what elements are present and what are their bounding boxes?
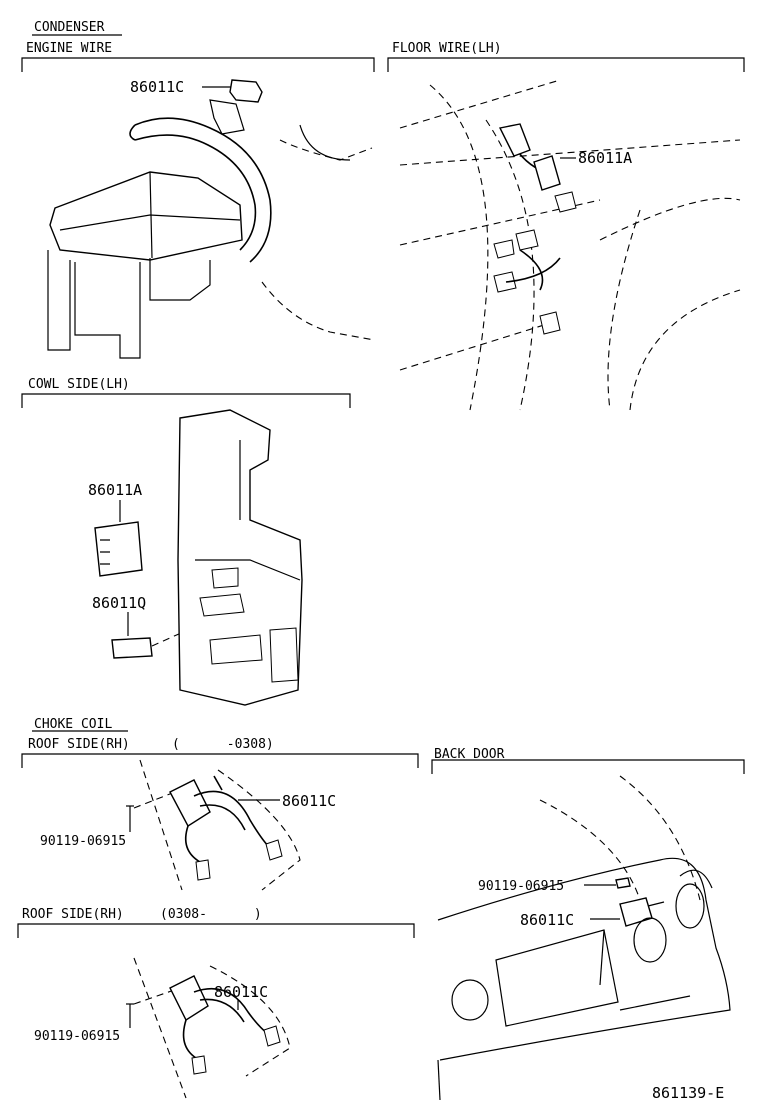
callout-86011C-engine[interactable]: 86011C: [130, 78, 184, 96]
callout-86011A-floor[interactable]: 86011A: [578, 149, 632, 167]
section-title-floor-wire: FLOOR WIRE(LH): [392, 41, 502, 56]
section-title-cowl-side: COWL SIDE(LH): [28, 377, 130, 392]
callout-86011A-cowl[interactable]: 86011A: [88, 481, 142, 499]
section-engine-wire: ENGINE WIRE 86011C: [21, 41, 375, 359]
section-title-roof-side-2: ROOF SIDE(RH): [22, 907, 124, 922]
section-title-back-door: BACK DOOR: [434, 747, 505, 762]
diagram-title: CONDENSER: [34, 20, 105, 35]
condenser-part-back-door: [619, 897, 653, 927]
callout-90119-06915-roof-1[interactable]: 90119-06915: [40, 834, 126, 849]
condenser-part-floor: [498, 123, 531, 157]
condenser-part-roof-1: [169, 779, 211, 827]
callout-90119-06915-back-door[interactable]: 90119-06915: [478, 879, 564, 894]
section-title-roof-side-1: ROOF SIDE(RH): [28, 737, 130, 752]
callout-86011C-back-door[interactable]: 86011C: [520, 911, 574, 929]
condenser-part-roof-2: [169, 975, 209, 1022]
section-cowl-side: COWL SIDE(LH) 86011A 86011Q: [21, 377, 351, 706]
condenser-part-engine: [229, 79, 263, 103]
section-roof-side-2: ROOF SIDE(RH) (0308- ) 86011C 90119-0691…: [17, 907, 415, 1099]
date-range-roof-side-1: ( -0308): [172, 737, 274, 752]
condenser-part-cowl-Q: [111, 637, 153, 659]
callout-90119-06915-roof-2[interactable]: 90119-06915: [34, 1029, 120, 1044]
date-range-roof-side-2: (0308- ): [160, 907, 262, 922]
choke-coil-title: CHOKE COIL: [34, 717, 112, 732]
section-floor-wire: FLOOR WIRE(LH) 86011A: [387, 41, 745, 411]
callout-86011Q-cowl[interactable]: 86011Q: [92, 594, 146, 612]
footer-code: 861139-E: [652, 1084, 724, 1102]
section-roof-side-1: CHOKE COIL ROOF SIDE(RH) ( -0308) 86011C…: [21, 717, 419, 891]
callout-86011C-roof-2[interactable]: 86011C: [214, 983, 268, 1001]
section-title-engine-wire: ENGINE WIRE: [26, 41, 112, 56]
callout-86011C-roof-1[interactable]: 86011C: [282, 792, 336, 810]
condenser-part-cowl-A: [94, 521, 143, 577]
section-back-door: BACK DOOR 90119-06915 86011C: [431, 747, 745, 1101]
